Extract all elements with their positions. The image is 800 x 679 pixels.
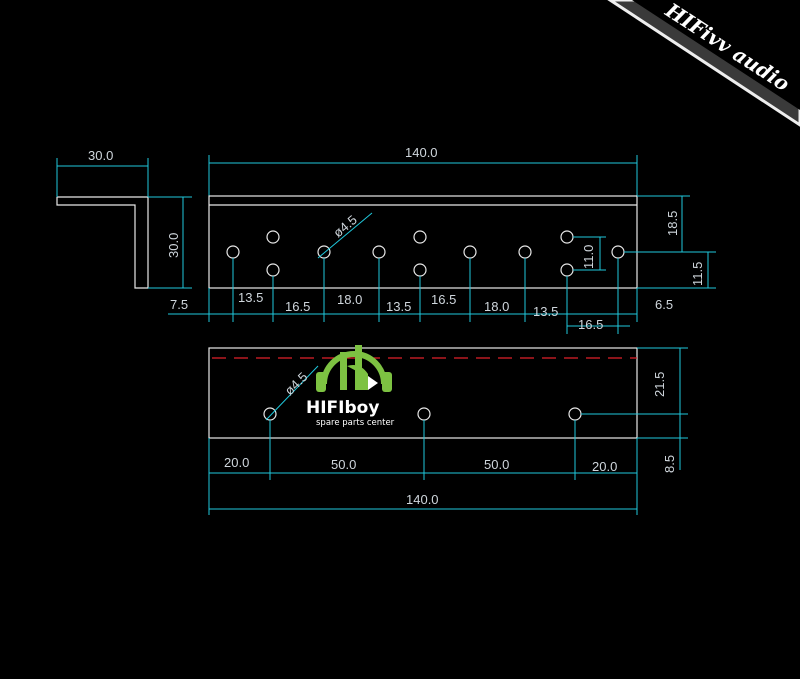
hole [417, 407, 431, 421]
dim-top-13-5-a: 13.5 [238, 290, 263, 305]
front-plate-outline [208, 347, 638, 439]
front-hole-diameter-label: ø4.5 [282, 369, 311, 398]
dim-top-18-0-a: 18.0 [337, 292, 362, 307]
front-view: ø4.5 21.5 8.5 20.0 50.0 50.0 20.0 140.0 [208, 347, 688, 515]
hole [611, 245, 625, 259]
hole [413, 230, 427, 244]
hole [266, 263, 280, 277]
hole [372, 245, 386, 259]
hole [560, 230, 574, 244]
dim-top-16-5-b: 16.5 [431, 292, 456, 307]
dim-front-50-0-right: 50.0 [484, 457, 509, 472]
hole [560, 263, 574, 277]
hole [266, 230, 280, 244]
top-holes [226, 230, 625, 277]
top-hole-row-spacing-label: 11.0 [581, 245, 596, 269]
dim-top-13-5-c: 13.5 [533, 304, 558, 319]
dim-top-13-5-b: 13.5 [386, 299, 411, 314]
top-overall-length-label: 140.0 [405, 145, 438, 160]
dim-front-20-0-left: 20.0 [224, 455, 249, 470]
top-bottom-dimension-chain: 7.5 13.5 16.5 18.0 13.5 16.5 18.0 13.5 1… [168, 258, 673, 334]
hole [226, 245, 240, 259]
front-hole-to-bottom-label: 8.5 [662, 455, 677, 473]
dim-top-6-5: 6.5 [655, 297, 673, 312]
side-height-label: 30.0 [166, 233, 181, 258]
side-flange-width-label: 30.0 [88, 148, 113, 163]
hole [568, 407, 582, 421]
dim-top-7-5: 7.5 [170, 297, 188, 312]
hole [518, 245, 532, 259]
side-profile [56, 196, 149, 289]
front-overall-length-label: 140.0 [406, 492, 439, 507]
top-plate-outline [208, 195, 638, 289]
top-right-upper-offset-label: 18.5 [665, 211, 680, 236]
dim-top-18-0-b: 18.0 [484, 299, 509, 314]
logo-wordmark: HIFIboy [306, 398, 379, 418]
corner-banner: HIFivv audio [607, 0, 800, 127]
dim-top-16-5-a: 16.5 [285, 299, 310, 314]
top-view: 140.0 ø4.5 18.5 11.0 [168, 145, 716, 334]
logo-tagline: spare parts center [316, 418, 395, 428]
dim-front-20-0-right: 20.0 [592, 459, 617, 474]
top-right-lower-offset-label: 11.5 [690, 262, 705, 286]
dim-front-50-0-left: 50.0 [331, 457, 356, 472]
dim-top-16-5-c: 16.5 [578, 317, 603, 332]
hole [263, 407, 277, 421]
hole [413, 263, 427, 277]
hole [463, 245, 477, 259]
hifiboy-logo: HIFIboy spare parts center [306, 345, 395, 428]
front-height-to-hole-label: 21.5 [652, 372, 667, 397]
side-view: 30.0 30.0 [56, 148, 192, 289]
